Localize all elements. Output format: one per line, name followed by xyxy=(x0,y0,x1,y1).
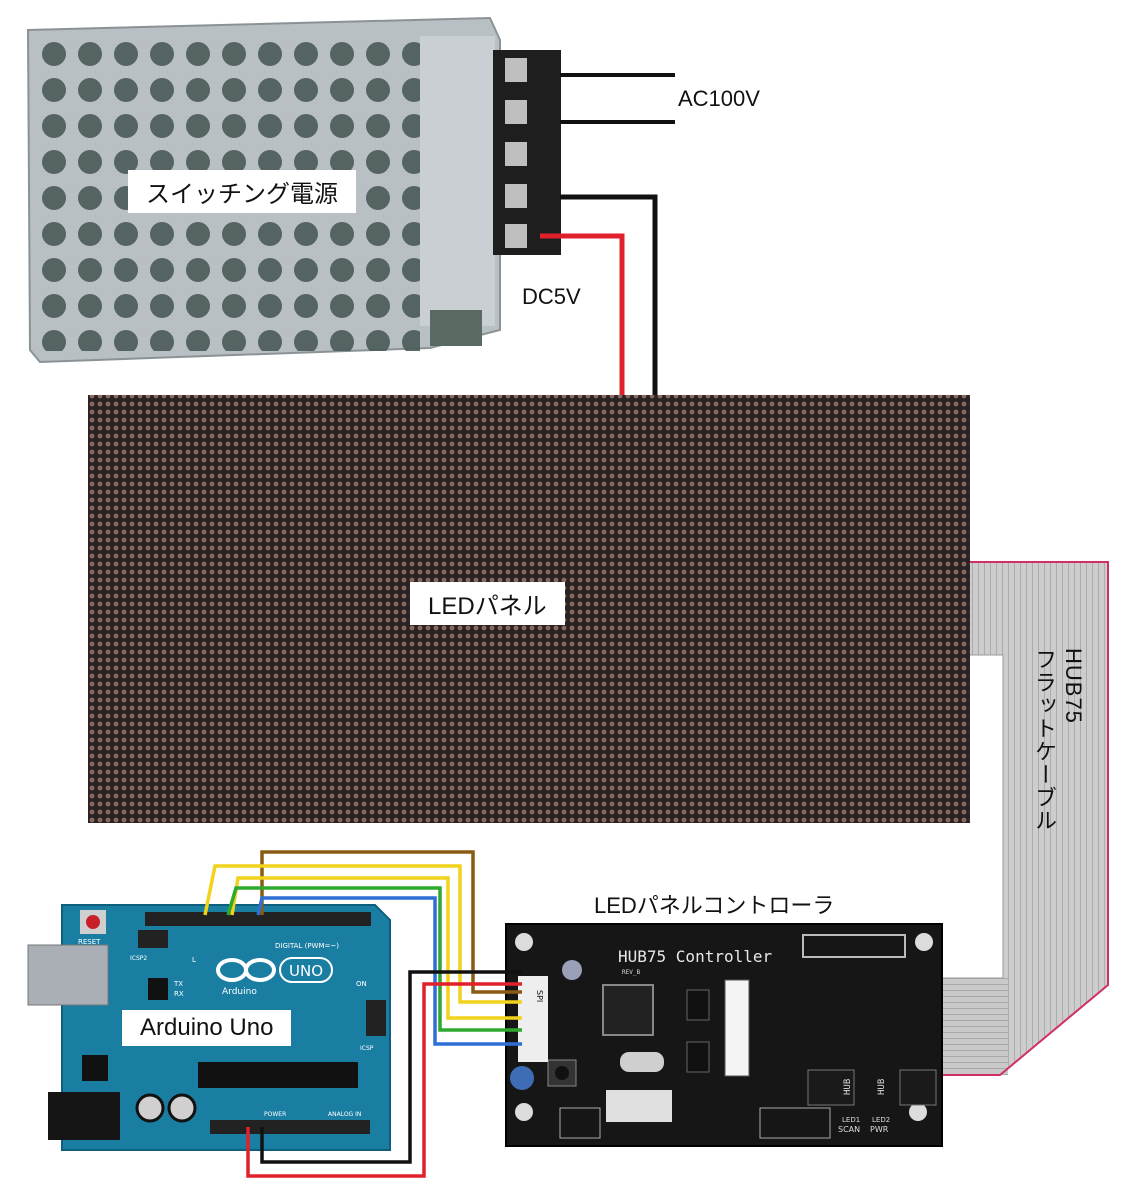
svg-text:DIGITAL (PWM=~): DIGITAL (PWM=~) xyxy=(275,942,339,950)
svg-text:UNO: UNO xyxy=(289,962,323,980)
svg-text:SPI: SPI xyxy=(535,990,544,1002)
svg-text:ANALOG IN: ANALOG IN xyxy=(328,1111,361,1118)
svg-text:PWR: PWR xyxy=(870,1125,889,1134)
spi-signal-wires xyxy=(203,850,522,1046)
arduino-label: Arduino Uno xyxy=(122,1010,292,1046)
dc-power-jack xyxy=(48,1092,120,1140)
svg-text:LED2: LED2 xyxy=(872,1116,890,1124)
ac-voltage-label: AC100V xyxy=(678,86,760,111)
svg-text:ON: ON xyxy=(356,980,367,988)
logic-power-wires xyxy=(246,970,522,1178)
led-panel-controller: HUB75 Controller REV_B SPI HUB HUB LED1 … xyxy=(505,923,943,1147)
svg-text:HUB: HUB xyxy=(877,1079,887,1095)
potentiometer xyxy=(510,1066,534,1090)
power-analog-header xyxy=(210,1120,370,1134)
arduino-logo: UNO Arduino xyxy=(216,957,333,997)
controller-silkscreen: HUB75 Controller xyxy=(618,947,772,966)
svg-text:RESET: RESET xyxy=(78,938,101,946)
led-panel-label: LEDパネル xyxy=(410,582,565,625)
svg-text:LED1: LED1 xyxy=(842,1116,860,1124)
svg-text:RX: RX xyxy=(174,990,184,998)
svg-text:ICSP2: ICSP2 xyxy=(130,955,147,962)
crystal-oscillator xyxy=(620,1052,664,1072)
svg-text:ICSP: ICSP xyxy=(360,1045,374,1052)
controller-label: LEDパネルコントローラ xyxy=(594,893,835,918)
digital-header xyxy=(145,912,371,926)
svg-text:L: L xyxy=(192,956,196,964)
dip-switch-array xyxy=(606,1090,672,1122)
spi-connector xyxy=(518,976,548,1062)
dc-voltage-label: DC5V xyxy=(522,284,581,309)
dc-power-wires xyxy=(540,194,658,398)
microcontroller-chip xyxy=(602,984,654,1036)
svg-text:Arduino: Arduino xyxy=(222,987,257,997)
usb-port xyxy=(27,944,109,1006)
svg-text:REV_B: REV_B xyxy=(622,969,640,976)
ac-wires xyxy=(560,73,675,124)
svg-text:POWER: POWER xyxy=(264,1111,286,1118)
power-supply-label: スイッチング電源 xyxy=(128,170,356,213)
hub75-cable-label: HUB75 フラットケーブル xyxy=(1032,648,1086,832)
reset-button xyxy=(86,915,100,929)
atmega-chip xyxy=(198,1062,358,1088)
switching-power-supply xyxy=(26,16,561,364)
svg-text:SCAN: SCAN xyxy=(838,1125,860,1134)
svg-text:TX: TX xyxy=(173,980,183,988)
svg-text:HUB: HUB xyxy=(843,1079,853,1095)
